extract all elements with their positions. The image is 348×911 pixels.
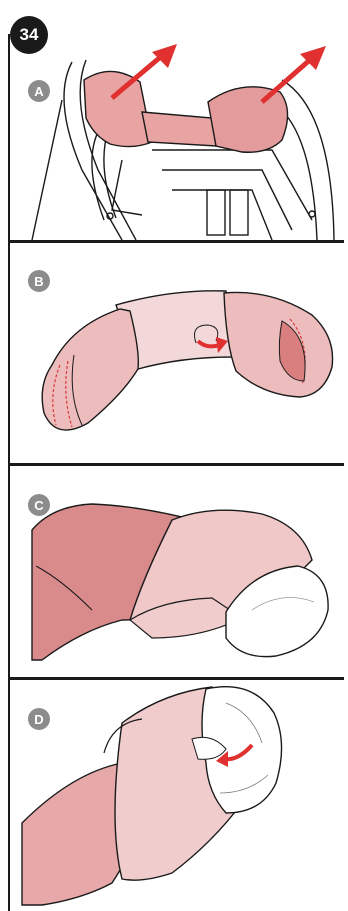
panel-d-illustration xyxy=(12,683,344,911)
right-shoulder-pad xyxy=(208,87,288,152)
right-shoulder-pad xyxy=(224,292,333,397)
arrow-up-right-icon xyxy=(262,46,326,102)
left-shoulder-pad xyxy=(84,71,152,146)
panel-divider xyxy=(8,463,344,466)
connecting-strap xyxy=(142,112,216,146)
panel-c-illustration xyxy=(12,470,344,675)
arrow-up-right-icon xyxy=(112,44,177,98)
panel-divider xyxy=(8,240,344,243)
panel-b-illustration xyxy=(12,245,344,460)
panel-a-illustration xyxy=(12,40,344,240)
left-frame-line xyxy=(8,34,10,911)
panel-divider xyxy=(8,677,344,680)
left-shoulder-pad xyxy=(42,309,138,430)
seat-frame xyxy=(32,60,334,240)
